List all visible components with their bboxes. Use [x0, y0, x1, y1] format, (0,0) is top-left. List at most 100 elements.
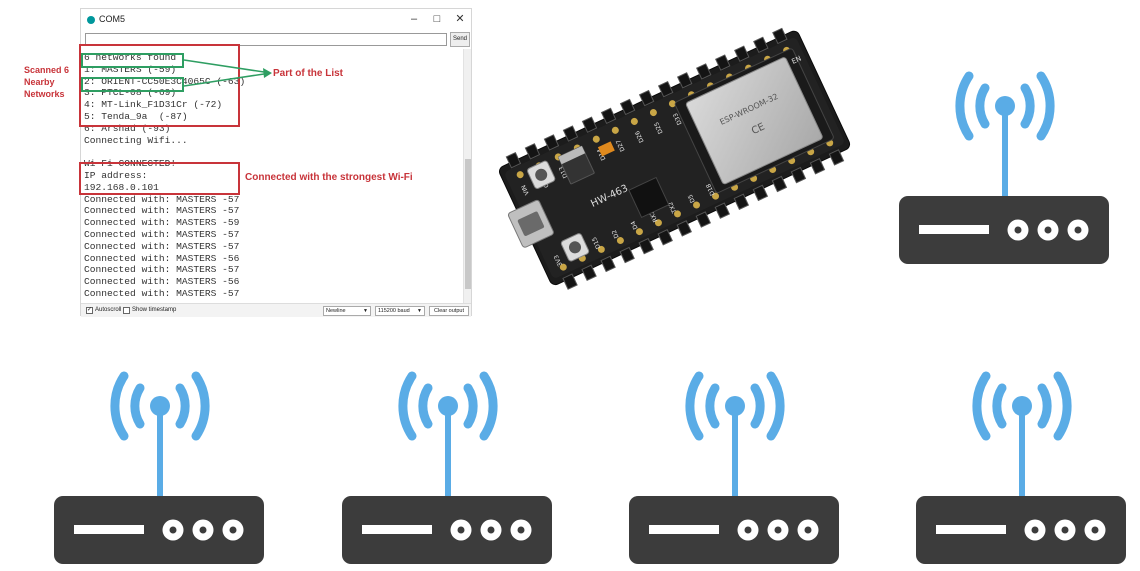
router-slot [919, 225, 989, 234]
pin-pad-top [592, 135, 600, 143]
esp32-board: VINGNDD13D12D14D27D26D25D33D32D35D34VNVP… [498, 27, 851, 290]
pin-label-bottom: TX2 [667, 200, 679, 215]
minimize-icon[interactable]: – [410, 13, 418, 25]
pin-pad-bottom [597, 245, 605, 253]
header-pin-bottom [714, 202, 731, 219]
scrollbar[interactable] [463, 49, 471, 303]
en-pin-label: EN [790, 55, 802, 66]
wifi-signal-icon [110, 371, 210, 441]
connection-highlight [79, 162, 240, 195]
pin-label-bottom: D5 [687, 193, 697, 204]
serial-line: 4: MT-Link_F1D31Cr (-72) [84, 99, 223, 111]
serial-line: Connected with: MASTERS -59 [84, 217, 240, 229]
header-pin-top [505, 151, 522, 169]
pin-pad-top [611, 126, 619, 134]
pin-pad-bottom [712, 192, 720, 200]
header-pin-bottom [581, 264, 597, 281]
header-pin-top [734, 45, 750, 62]
ce-mark: CE [750, 122, 767, 138]
header-pin-bottom [828, 149, 845, 166]
pin-label-bottom: D2 [611, 228, 621, 239]
arrow-head [263, 68, 272, 78]
router-body [54, 496, 264, 564]
maximize-icon[interactable]: □ [433, 13, 441, 25]
autoscroll-label: Autoscroll [95, 307, 122, 313]
header-pin-top [638, 89, 655, 107]
pin-pad-top [668, 100, 676, 108]
module-shield [685, 57, 823, 185]
serial-line: Connected with: MASTERS -57 [84, 205, 240, 217]
antenna-tip [995, 96, 1015, 116]
title-bar: COM5 – □ ✕ [81, 9, 471, 31]
wifi-router-icon [899, 71, 1109, 264]
router-body [629, 496, 839, 564]
send-input[interactable] [85, 33, 447, 46]
serial-line: 6: Arshad (-93) [84, 122, 171, 134]
wifi-router-icon [342, 371, 552, 564]
arrow-line-1 [183, 59, 265, 73]
chevron-down-icon: ▼ [363, 308, 368, 314]
pin-pad-bottom [654, 219, 662, 227]
pin-label-bottom: RX2 [648, 209, 660, 223]
header-pin-top [753, 36, 769, 54]
line-ending-select[interactable]: Newline ▼ [323, 306, 371, 316]
wifi-signal-icon [398, 371, 498, 441]
router-body [916, 496, 1126, 564]
serial-line: Connected with: MASTERS -57 [84, 264, 240, 276]
wifi-router-icon [54, 371, 264, 564]
pin-label-top: D26 [634, 129, 646, 143]
pin-label-top: D13 [558, 165, 570, 179]
part-of-list-annotation: Part of the List [273, 68, 344, 79]
header-pin-bottom [619, 246, 635, 264]
header-pin-bottom [562, 273, 578, 290]
serial-line: IP address: [84, 170, 148, 181]
serial-line: Connected with: MASTERS -57 [84, 229, 240, 240]
serial-line: 3: PTCL-08 (-69) [84, 87, 177, 99]
pin-label-top: D25 [653, 121, 665, 135]
usb-uart-chip [628, 176, 670, 219]
capacitor [597, 141, 615, 157]
regulator-tab [558, 145, 586, 165]
serial-line: 5: Tenda_9a (-87) [84, 111, 188, 122]
arrow-line-2 [183, 73, 265, 87]
pin-pad-bottom [673, 210, 681, 218]
pin-pad-top [516, 171, 524, 179]
timestamp-label: Show timestamp [132, 307, 177, 313]
pin-pad-bottom [635, 228, 643, 236]
header-pin-bottom [809, 158, 826, 175]
serial-line: Connected with: MASTERS -56 [84, 252, 240, 264]
router-slot [936, 525, 1006, 534]
send-button[interactable]: Send [450, 32, 470, 47]
header-pin-top [543, 134, 560, 151]
pin-pad-bottom [559, 263, 567, 271]
network-3-highlight [81, 77, 184, 92]
pin-pad-bottom [693, 201, 701, 209]
baud-select[interactable]: 115200 baud ▼ [375, 306, 425, 316]
header-pin-top [676, 72, 693, 89]
timestamp-checkbox[interactable] [123, 307, 130, 314]
scanned-line-3: Networks [24, 89, 65, 99]
router-slot [74, 525, 144, 534]
scan-results-highlight [79, 44, 240, 127]
pin-label-top: D33 [672, 112, 684, 126]
header-pin-bottom [600, 255, 616, 273]
header-pin-top [772, 27, 788, 45]
clear-output-button[interactable]: Clear output [429, 306, 469, 316]
close-icon[interactable]: ✕ [455, 13, 465, 25]
antenna-tip [1012, 396, 1032, 416]
pin-pad-bottom [616, 237, 624, 245]
pin-label-bottom: D15 [591, 236, 603, 250]
header-pin-bottom [695, 211, 712, 228]
serial-line: Connected with: MASTERS -57 [84, 240, 240, 252]
scanned-annotation: Scanned 6 Nearby Networks [24, 64, 69, 100]
header-pin-top [600, 107, 617, 125]
scroll-thumb[interactable] [465, 159, 471, 289]
serial-line: 2: ORIENT-CC50E3C4065C (-63) [84, 75, 246, 87]
serial-line: 1: MASTERS (-59) [84, 63, 177, 75]
pin-label-top: VIN [520, 184, 531, 196]
header-pin-top [581, 116, 598, 133]
window-title: COM5 [99, 14, 126, 24]
pin-pad-top [649, 109, 657, 117]
autoscroll-checkbox[interactable]: ✓ [86, 307, 93, 314]
pin-label-top: D27 [615, 138, 627, 152]
